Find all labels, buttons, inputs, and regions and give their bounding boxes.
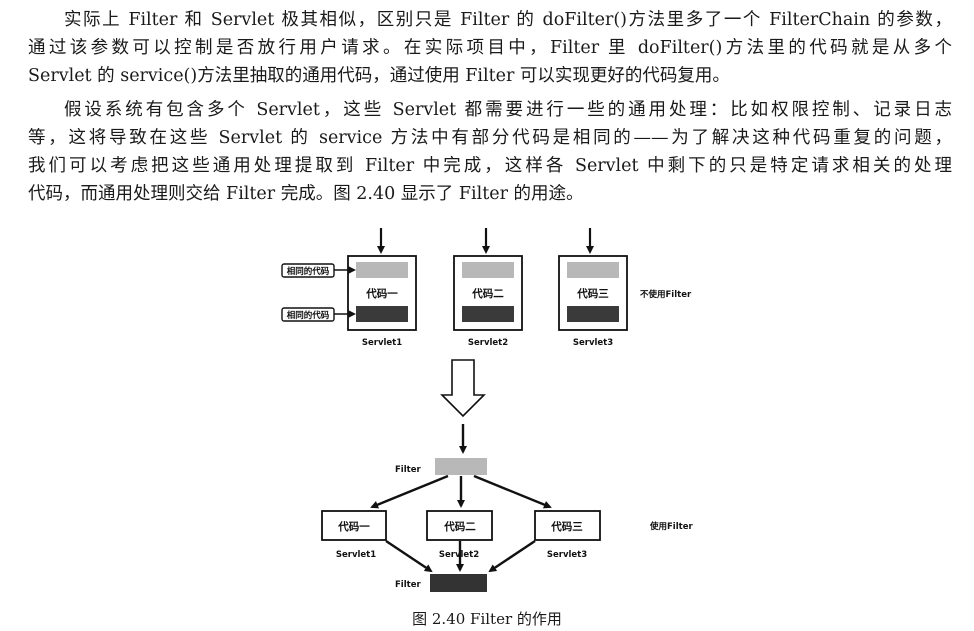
- filter-label-top: Filter: [395, 465, 421, 475]
- svg-text:代码三: 代码三: [550, 520, 583, 533]
- servlet3-box-bottom: 代码三: [534, 510, 601, 541]
- filter-block-bottom: [430, 574, 487, 592]
- servlet3-code-label-top: 代码三: [576, 287, 609, 300]
- servlet3-name-top: Servlet3: [573, 338, 613, 348]
- filter-label-bottom: Filter: [395, 580, 421, 590]
- servlet1-box-top: 代码一: [347, 255, 417, 331]
- servlet1-code-label-top: 代码一: [365, 287, 398, 300]
- paragraph-2: 假设系统有包含多个 Servlet，这些 Servlet 都需要进行一些的通用处…: [28, 96, 952, 208]
- paragraph-1: 实际上 Filter 和 Servlet 极其相似，区别只是 Filter 的 …: [28, 6, 952, 90]
- servlet2-name-top: Servlet2: [468, 338, 508, 348]
- paragraph-2-line-2: 等，这将导致在这些 Servlet 的 service 方法中有部分代码是相同的…: [28, 128, 952, 148]
- servlet2-box-bottom: 代码二: [426, 510, 493, 541]
- same-code-block-bottom: [567, 306, 619, 322]
- svg-text:代码一: 代码一: [337, 520, 370, 533]
- paragraph-2-line-1: 假设系统有包含多个 Servlet，这些 Servlet 都需要进行一些的通用处…: [64, 100, 952, 120]
- servlet1-to-filter-arrow: [385, 540, 433, 573]
- filter-to-servlet1-arrow: [370, 474, 449, 509]
- paragraph-1-line-3: Servlet 的 service()方法里抽取的通用代码，通过使用 Filte…: [28, 66, 730, 86]
- servlet1-box-bottom: 代码一: [321, 510, 387, 541]
- svg-text:相同的代码: 相同的代码: [287, 310, 330, 321]
- paragraph-1-line-2: 通过该参数可以控制是否放行用户请求。在实际项目中，Filter 里 doFilt…: [28, 38, 952, 58]
- filter-block-top: [435, 458, 487, 475]
- servlet1-name-bottom: Servlet1: [336, 550, 376, 560]
- same-code-callout-top: 相同的代码: [281, 263, 356, 278]
- paragraph-2-line-4: 代码，而通用处理则交给 Filter 完成。图 2.40 显示了 Filter …: [28, 184, 584, 204]
- same-code-block-top: [356, 262, 408, 278]
- with-filter-label: 使用Filter: [649, 521, 693, 532]
- transition-arrow: [440, 359, 486, 418]
- same-code-block-top: [462, 262, 514, 278]
- same-code-block-bottom: [462, 306, 514, 322]
- servlet3-box-top: 代码三: [558, 255, 628, 331]
- same-code-block-bottom: [356, 306, 408, 322]
- same-code-block-top: [567, 262, 619, 278]
- servlet2-code-label-top: 代码二: [471, 287, 504, 300]
- svg-text:相同的代码: 相同的代码: [287, 266, 330, 277]
- servlet3-name-bottom: Servlet3: [547, 550, 587, 560]
- servlet1-name-top: Servlet1: [362, 338, 402, 348]
- no-filter-label: 不使用Filter: [640, 289, 692, 300]
- servlet2-box-top: 代码二: [453, 255, 523, 331]
- filter-to-servlet3-arrow: [473, 474, 552, 509]
- servlet3-to-filter-arrow: [488, 540, 536, 573]
- paragraph-2-line-3: 我们可以考虑把这些通用处理提取到 Filter 中完成，这样各 Servlet …: [28, 156, 952, 176]
- svg-text:代码二: 代码二: [443, 520, 476, 533]
- paragraph-1-line-1: 实际上 Filter 和 Servlet 极其相似，区别只是 Filter 的 …: [64, 10, 952, 30]
- figure-caption: 图 2.40 Filter 的作用: [412, 610, 562, 628]
- same-code-callout-bottom: 相同的代码: [281, 307, 356, 322]
